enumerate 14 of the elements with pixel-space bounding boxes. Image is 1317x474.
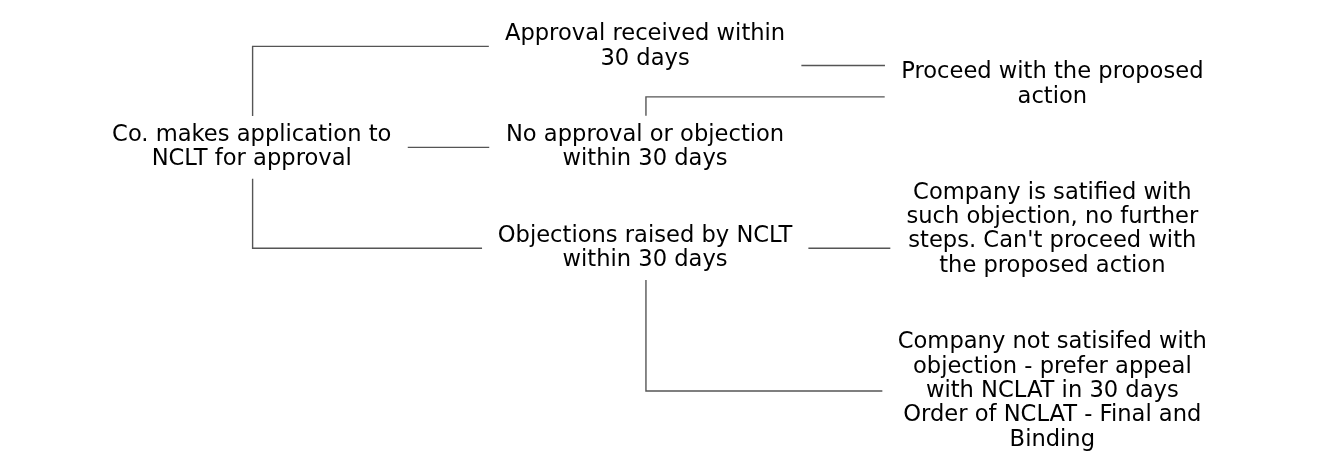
connector [251,45,490,117]
connector [251,178,483,249]
node-text: Approval received within 30 days [504,19,785,70]
node-text: Company is satified with such objection, no further steps. Can't proceed with the proposed action [905,177,1198,277]
node-text: Company not satisifed with objection - prefer appeal with NCLAT in 30 days Order of NCLAT - Final and Binding [897,327,1207,451]
connector [644,96,885,117]
connector [800,64,886,67]
node-text: No approval or objection within 30 days [505,120,784,171]
connector [807,247,891,249]
node-text: Co. makes application to NCLT for approval [111,120,391,171]
connector [406,146,490,149]
node-text: Objections raised by NCLT within 30 days [497,221,792,272]
connector [644,279,883,392]
node-text: Proceed with the proposed action [900,57,1203,108]
